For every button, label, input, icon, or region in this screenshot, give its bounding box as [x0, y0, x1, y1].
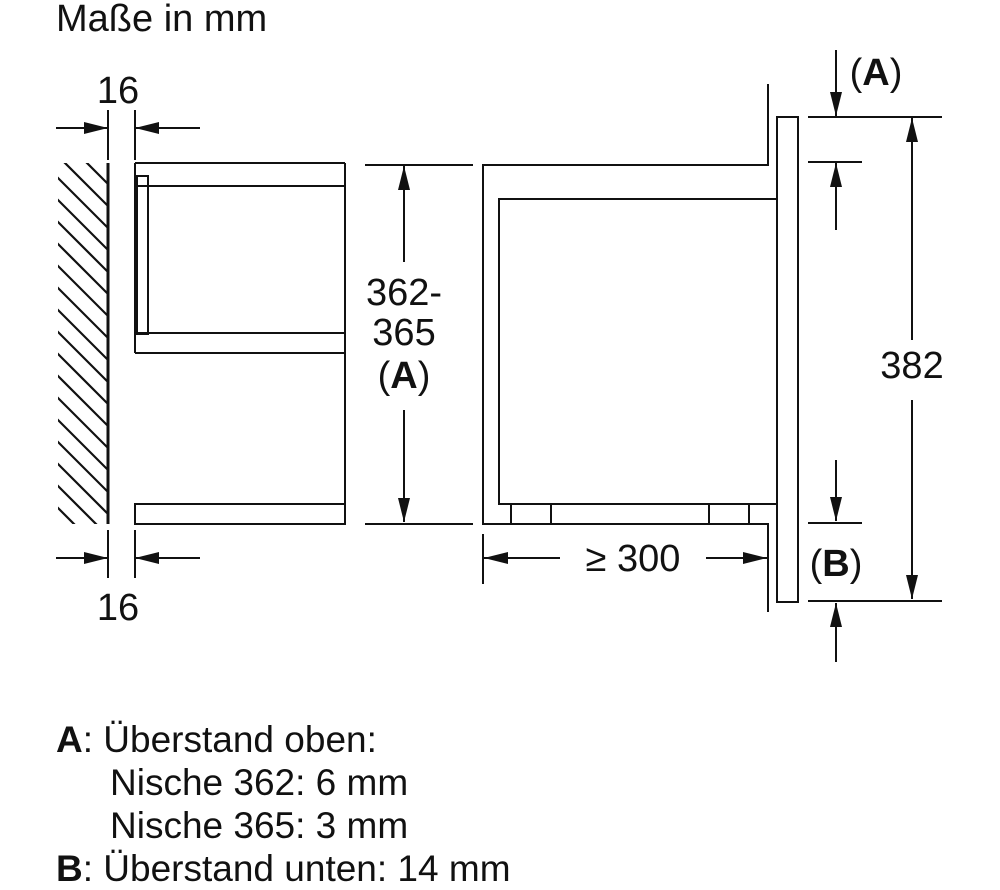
legend-row-a-niche-362: Nische 362: 6 mm — [110, 762, 409, 803]
legend: A: Überstand oben: Nische 362: 6 mm Nisc… — [56, 718, 511, 890]
niche-height-value-line2: 365 — [372, 312, 435, 354]
side-gap-value-top: 16 — [97, 70, 139, 112]
legend-key-b: B — [56, 848, 83, 889]
legend-text-a: : Überstand oben: — [82, 719, 377, 760]
depth-dimension — [482, 534, 767, 584]
legend-text-b: : Überstand unten: 14 mm — [82, 848, 511, 889]
niche-height-marker: (A) — [378, 355, 431, 397]
legend-row-b: B: Überstand unten: 14 mm — [56, 847, 511, 890]
diagram-title: Maße in mm — [56, 0, 267, 40]
legend-row-a-niche-365: Nische 365: 3 mm — [110, 805, 409, 846]
overhang-bottom-dimension — [808, 460, 862, 662]
side-gap-value-bottom: 16 — [97, 587, 139, 629]
overhang-top-dimension — [808, 50, 862, 230]
front-height-dimension — [808, 116, 942, 602]
legend-row-a: A: Überstand oben: — [56, 718, 511, 761]
side-gap-dimension-bottom — [56, 530, 200, 578]
niche-cabinet — [134, 162, 346, 525]
overhang-bottom-marker: (B) — [810, 543, 863, 585]
niche-height-dimension — [365, 164, 473, 525]
side-gap-dimension-top — [56, 110, 200, 160]
legend-key-a: A — [56, 719, 83, 760]
niche-height-value-line1: 362- — [366, 272, 442, 314]
appliance-side-view — [482, 84, 799, 612]
depth-value: ≥ 300 — [586, 538, 681, 580]
wall-hatching — [58, 163, 108, 524]
overhang-top-marker: (A) — [850, 52, 903, 94]
front-height-value: 382 — [880, 345, 943, 387]
